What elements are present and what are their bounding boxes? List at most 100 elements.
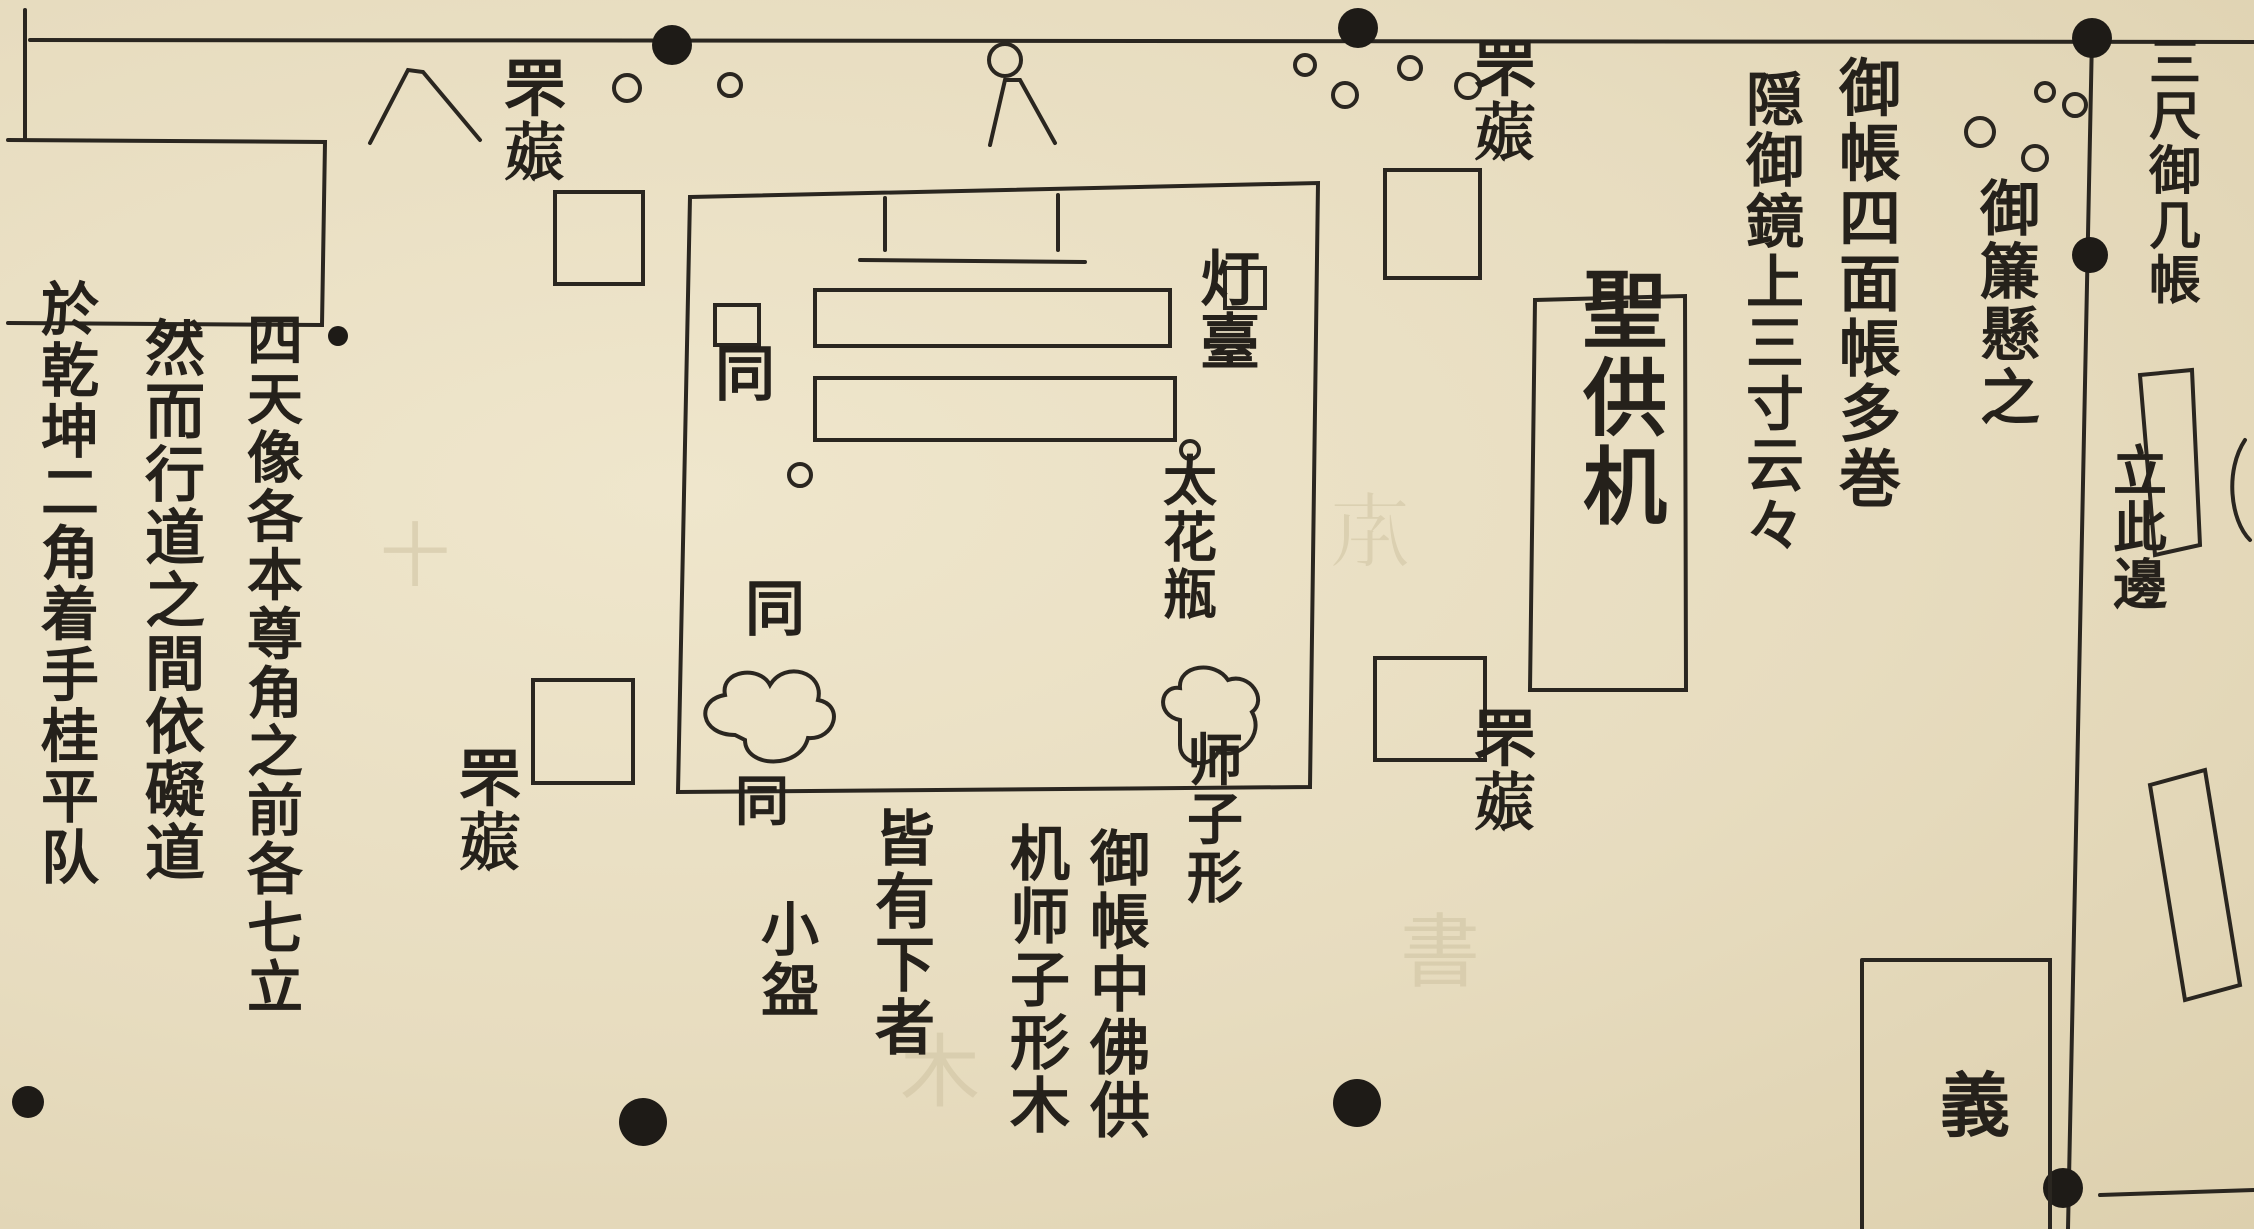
label-do-1: 同 [715,340,775,410]
svg-text:师: 师 [1010,883,1070,953]
svg-text:御: 御 [2148,141,2201,202]
seat-square-bottom-right [1373,656,1487,762]
svg-text:云: 云 [1746,431,1804,499]
seat-square-top-right [1383,168,1482,280]
svg-text:御: 御 [1745,127,1804,195]
svg-text:礙: 礙 [145,756,205,826]
svg-text:本: 本 [247,543,303,609]
svg-text:灯: 灯 [1200,245,1260,315]
svg-text:義: 義 [1940,1064,2010,1147]
lion-figure-right [1161,665,1260,766]
svg-text:供: 供 [1583,349,1667,448]
altar-shelf-2 [813,376,1177,442]
svg-text:御: 御 [1838,52,1901,125]
label-hoku-za-4: 罘𦵢 [459,742,521,880]
svg-text:中: 中 [1090,951,1150,1021]
svg-text:有: 有 [875,868,935,938]
pillar-dots [12,8,2112,1208]
svg-text:三: 三 [1746,310,1804,378]
svg-text:各: 各 [247,484,304,550]
svg-text:臺: 臺 [1200,308,1260,378]
svg-text:手: 手 [41,641,99,709]
svg-text:立: 立 [2113,439,2167,503]
svg-text:七: 七 [247,896,303,962]
small-square-right [1223,266,1267,310]
svg-text:罘: 罘 [1474,702,1536,775]
svg-text:御: 御 [1089,825,1150,895]
label-hoku-za-1: 罘𦵢 [504,52,566,190]
svg-text:行: 行 [145,441,205,511]
svg-text:供: 供 [1090,1077,1150,1147]
svg-text:罘: 罘 [504,52,566,125]
lamp-circles [612,42,2088,488]
svg-text:𦵢: 𦵢 [1474,767,1536,840]
svg-text:坤: 坤 [41,398,99,466]
right-column-line-2 [2098,1188,2254,1197]
svg-text:簾: 簾 [1980,238,2040,308]
svg-text:道: 道 [145,819,205,889]
svg-text:尊: 尊 [247,602,303,668]
svg-text:𡥇: 𡥇 [1330,486,1410,579]
label-hoku-za-2: 罘𦵢 [1474,32,1536,170]
svg-text:間: 間 [145,630,205,700]
svg-text:盌: 盌 [761,957,819,1025]
bottom-box [1860,958,2052,1229]
svg-text:之: 之 [247,720,303,786]
svg-text:同: 同 [715,340,775,410]
label-taika-bin: 太花瓶 [1163,449,1217,626]
svg-text:上: 上 [1746,249,1804,317]
svg-text:木: 木 [1010,1072,1070,1142]
svg-text:花: 花 [1163,506,1217,570]
label-tatehashi: 立此邊 [2113,439,2167,616]
svg-text:队: 队 [41,824,100,892]
svg-text:帳: 帳 [1839,117,1901,190]
svg-text:皆: 皆 [875,805,935,875]
svg-text:鏡: 鏡 [1746,188,1804,256]
center-triangle-mark [988,78,1057,147]
svg-text:罘: 罘 [1474,32,1536,105]
svg-text:同: 同 [745,575,805,645]
svg-text:几: 几 [2149,196,2201,257]
svg-text:二: 二 [41,459,99,527]
svg-text:佛: 佛 [1089,1014,1150,1084]
svg-text:面: 面 [1839,247,1901,320]
svg-text:依: 依 [145,693,205,763]
svg-text:师: 师 [1187,728,1243,794]
svg-text:々: 々 [1746,492,1804,560]
left-triangle-mark [368,67,482,145]
right-rect-lower [2147,767,2243,1003]
svg-text:木: 木 [900,1026,980,1119]
altar-shelf-1 [813,288,1172,348]
svg-text:三: 三 [2149,32,2201,93]
altar-platform [675,180,1321,795]
svg-text:邊: 邊 [2113,552,2167,616]
svg-text:机: 机 [1010,820,1070,890]
svg-text:尺: 尺 [2149,87,2201,148]
svg-text:同: 同 [735,769,789,833]
label-do-3: 同 [735,769,789,833]
svg-text:御: 御 [1979,175,2040,245]
svg-text:像: 像 [247,426,303,492]
left-box [6,138,328,328]
bleed-through-ghosts: 𡥇 書 木 十 [380,486,1480,1119]
svg-text:平: 平 [41,763,99,831]
svg-text:角: 角 [247,661,303,727]
svg-text:罘: 罘 [459,742,521,815]
svg-text:然: 然 [145,315,205,385]
svg-text:𦵢: 𦵢 [1474,97,1536,170]
svg-text:天: 天 [247,367,303,433]
svg-text:着: 着 [41,581,99,649]
svg-text:立: 立 [247,955,303,1021]
svg-text:四: 四 [1839,182,1901,255]
svg-text:形: 形 [1187,846,1243,912]
seat-square-top-left [553,190,645,286]
label-do-2: 同 [745,575,805,645]
